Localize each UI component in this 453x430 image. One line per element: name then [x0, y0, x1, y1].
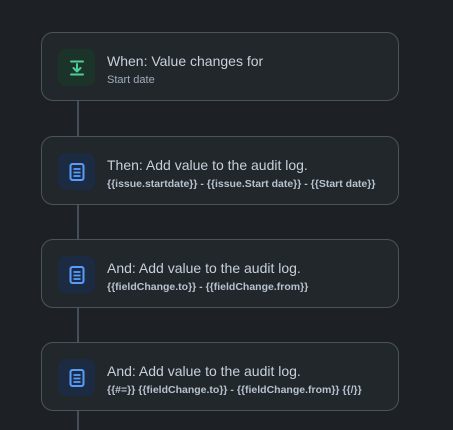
action-subtitle: {{#=}} {{fieldChange.to}} - {{fieldChang… [107, 384, 362, 396]
action-icon-box [58, 359, 95, 396]
document-icon [69, 368, 84, 387]
action-title: And: Add value to the audit log. [107, 260, 301, 276]
action-card[interactable]: Then: Add value to the audit log. {{issu… [41, 136, 399, 205]
trigger-subtitle: Start date [107, 74, 155, 86]
action-card[interactable]: And: Add value to the audit log. {{#=}} … [41, 342, 399, 411]
flow-connector [77, 101, 79, 136]
document-icon [69, 162, 84, 181]
action-subtitle: {{fieldChange.to}} - {{fieldChange.from}… [107, 281, 309, 293]
action-title: Then: Add value to the audit log. [107, 157, 308, 173]
trigger-title: When: Value changes for [107, 53, 264, 69]
flow-connector [77, 308, 79, 342]
document-icon [69, 265, 84, 284]
action-card[interactable]: And: Add value to the audit log. {{field… [41, 239, 399, 308]
flow-connector [77, 205, 79, 239]
trigger-icon-box [58, 49, 95, 86]
flow-connector [77, 411, 79, 430]
download-arrow-icon [69, 60, 84, 75]
action-title: And: Add value to the audit log. [107, 363, 301, 379]
trigger-card[interactable]: When: Value changes for Start date [41, 32, 399, 101]
action-icon-box [58, 256, 95, 293]
action-icon-box [58, 153, 95, 190]
action-subtitle: {{issue.startdate}} - {{issue.Start date… [107, 178, 376, 190]
